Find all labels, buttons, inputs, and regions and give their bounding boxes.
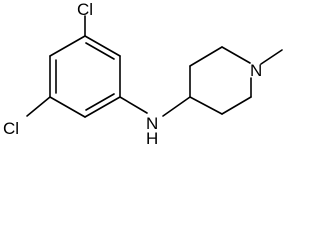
amine-hydrogen-label: H <box>146 129 158 147</box>
benzene-bond-4 <box>49 96 86 118</box>
n-methyl-bond <box>260 49 283 65</box>
benzene-bond-3 <box>84 96 121 118</box>
piperidine-bond-3 <box>221 46 251 64</box>
chlorine-bottom-label: Cl <box>3 119 19 138</box>
amine-piperidine-bond <box>162 96 191 117</box>
benzene-double-bond-2 <box>85 93 115 111</box>
piperidine-nitrogen-label: N <box>250 61 262 80</box>
molecule-structure-diagram: Cl Cl N H N <box>3 0 283 147</box>
chlorine-bottom-bond <box>26 96 51 117</box>
benzene-bond-1 <box>84 35 121 57</box>
chlorine-top-label: Cl <box>77 0 93 19</box>
piperidine-bond-6 <box>189 96 223 115</box>
benzene-double-bond-1 <box>85 42 115 60</box>
amine-nitrogen-label: N <box>146 114 158 133</box>
benzene-bond-6 <box>49 35 86 57</box>
aryl-amine-bond <box>119 96 148 114</box>
piperidine-bond-5 <box>221 96 252 115</box>
piperidine-bond-2 <box>189 46 223 67</box>
